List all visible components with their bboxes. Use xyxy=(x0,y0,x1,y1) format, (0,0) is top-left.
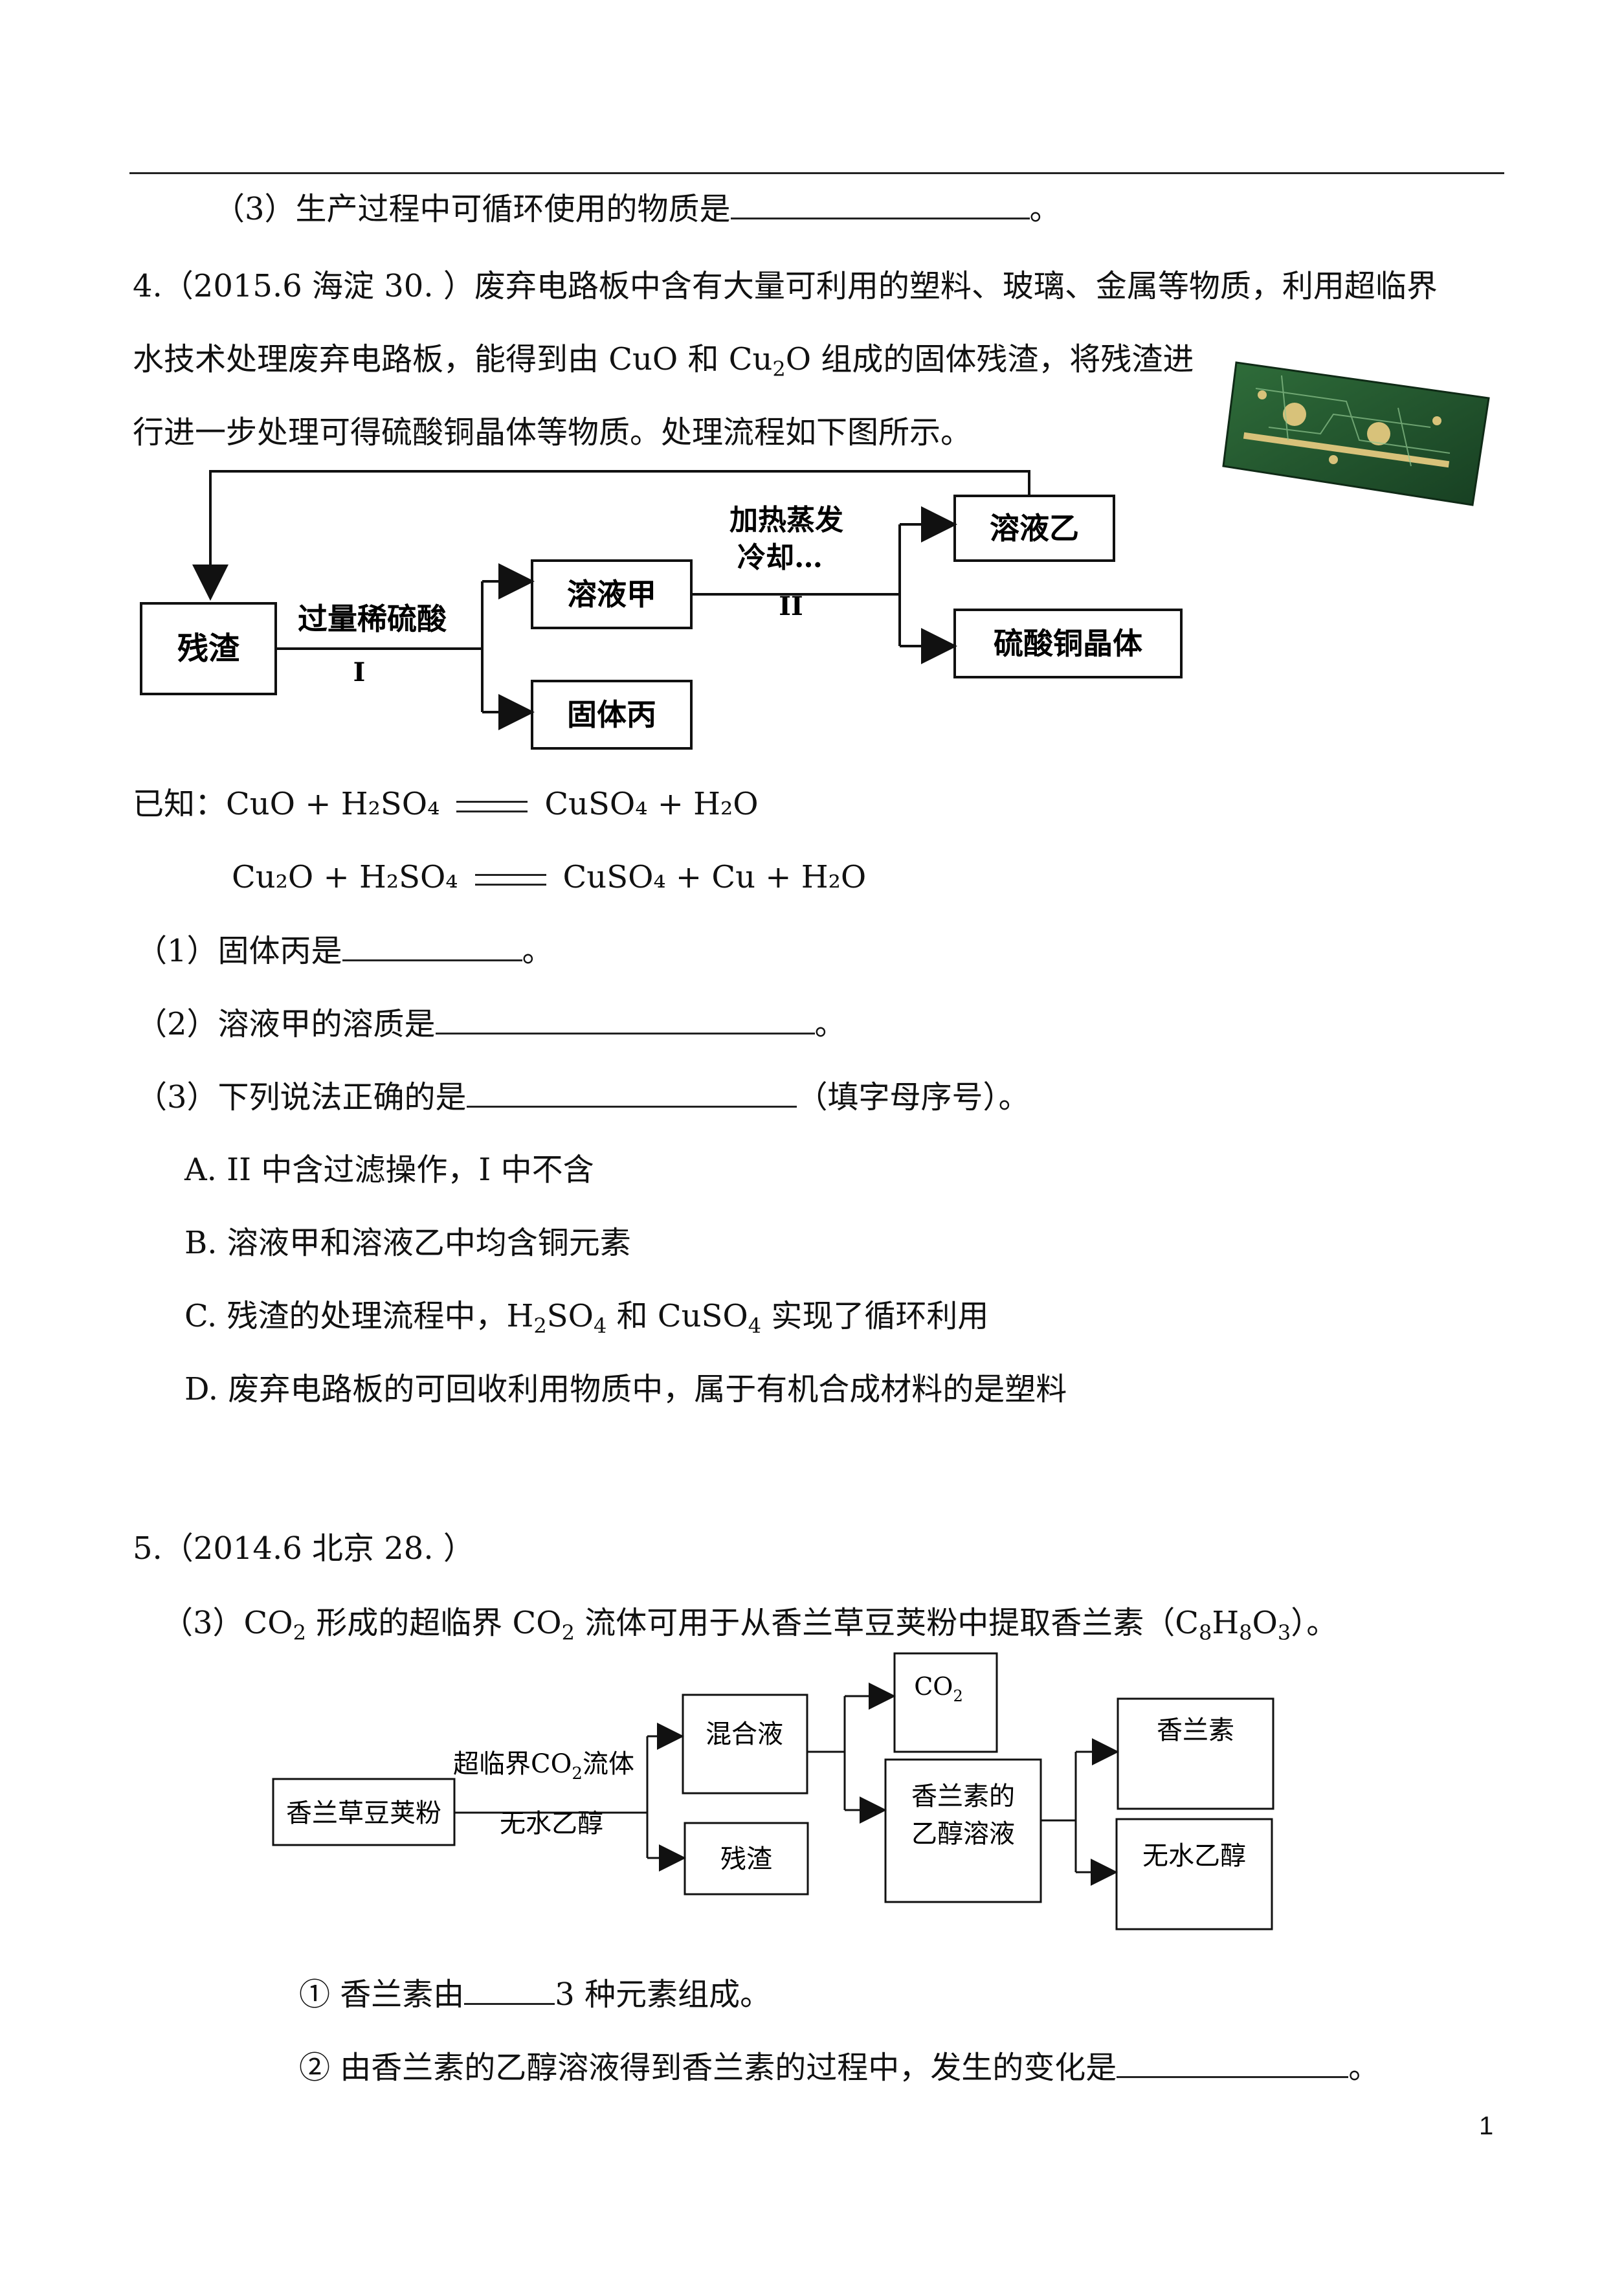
acid-label: 过量稀硫酸 xyxy=(298,601,447,636)
q4-sub2: （2）溶液甲的溶质是。 xyxy=(136,1004,846,1044)
vanillin-solution-box xyxy=(884,1758,1042,1903)
solid-c-label: 固体丙 xyxy=(567,697,656,732)
mixture-box xyxy=(682,1694,808,1795)
prev-sub3-blank[interactable] xyxy=(730,189,1030,219)
option-c: C. 残渣的处理流程中，H2SO4 和 CuSO4 实现了循环利用 xyxy=(184,1298,989,1338)
page-number: 1 xyxy=(1479,2112,1494,2140)
equals-sign xyxy=(456,800,528,812)
prev-sub3-text: （3）生产过程中可循环使用的物质是 xyxy=(214,191,731,227)
fluid-label: 超临界CO2流体 xyxy=(453,1749,634,1784)
option-b: B. 溶液甲和溶液乙中均含铜元素 xyxy=(184,1225,631,1261)
sub2-blank[interactable] xyxy=(435,1004,815,1035)
q5-q1-blank[interactable] xyxy=(464,1974,555,2005)
vanillin-solution-label-2: 乙醇溶液 xyxy=(911,1819,1015,1849)
q4-line3: 行进一步处理可得硫酸铜晶体等物质。处理流程如下图所示。 xyxy=(133,414,972,451)
residue-box xyxy=(140,602,277,695)
q4-sub3: （3）下列说法正确的是（填字母序号）。 xyxy=(136,1077,1030,1117)
residue-label-q5: 残渣 xyxy=(720,1844,772,1874)
heat-label-2: 冷却… xyxy=(737,541,823,574)
co2-box xyxy=(893,1652,998,1753)
sub3-blank[interactable] xyxy=(466,1077,797,1108)
prev-sub3-line: （3）生产过程中可循环使用的物质是。 xyxy=(214,189,1061,229)
q5-q2-blank[interactable] xyxy=(1117,2048,1349,2078)
vanillin-solution-label-1: 香兰素的 xyxy=(911,1782,1015,1811)
q4-sub1: （1）固体丙是。 xyxy=(136,931,553,970)
heat-label-1: 加热蒸发 xyxy=(729,504,843,537)
ethanol-label: 无水乙醇 xyxy=(1142,1841,1246,1871)
option-d: D. 废弃电路板的可回收利用物质中，属于有机合成材料的是塑料 xyxy=(184,1371,1067,1407)
q5-q2: ② 由香兰素的乙醇溶液得到香兰素的过程中，发生的变化是。 xyxy=(299,2048,1379,2087)
top-rule xyxy=(129,172,1504,174)
solution-a-box xyxy=(531,559,693,629)
equals-sign xyxy=(474,873,546,886)
co2-label: CO2 xyxy=(914,1672,963,1705)
powder-label: 香兰草豆荚粉 xyxy=(286,1798,441,1828)
circuit-board-image xyxy=(1222,361,1490,506)
solution-b-label: 溶液乙 xyxy=(990,511,1079,546)
vanillin-box xyxy=(1117,1697,1274,1810)
q4-flow-diagram: 残渣 过量稀硫酸 I 溶液甲 固体丙 加热蒸发 冷却… II 溶液乙 硫酸铜晶体 xyxy=(140,470,1183,750)
solution-a-label: 溶液甲 xyxy=(567,577,656,612)
q5-sub3: （3）CO2 形成的超临界 CO2 流体可用于从香兰草豆荚粉中提取香兰素（C8H… xyxy=(162,1605,1338,1645)
solid-c-box xyxy=(531,680,693,750)
step2-label: II xyxy=(779,591,803,621)
vanillin-label: 香兰素 xyxy=(1157,1716,1234,1745)
residue-box-q5 xyxy=(684,1822,809,1896)
crystal-label: 硫酸铜晶体 xyxy=(994,626,1142,661)
q4-line2: 水技术处理废弃电路板，能得到由 CuO 和 Cu2O 组成的固体残渣，将残渣进 xyxy=(133,341,1194,381)
q5-header: 5.（2014.6 北京 28. ） xyxy=(133,1530,474,1567)
ethanol-reagent-label: 无水乙醇 xyxy=(500,1809,603,1839)
sub1-blank[interactable] xyxy=(342,931,522,961)
q4-header: 4.（2015.6 海淀 30. ）废弃电路板中含有大量可利用的塑料、玻璃、金属… xyxy=(133,268,1438,304)
mixture-label: 混合液 xyxy=(706,1719,783,1749)
q5-flow-diagram: 香兰草豆荚粉 超临界CO2流体 无水乙醇 混合液 残渣 CO2 香兰素的 乙醇溶… xyxy=(272,1652,1274,1930)
residue-label: 残渣 xyxy=(177,631,240,667)
powder-box xyxy=(272,1778,456,1846)
solution-b-box xyxy=(953,495,1115,562)
step1-label: I xyxy=(353,657,366,688)
option-a: A. II 中含过滤操作，I 中不含 xyxy=(184,1152,594,1188)
ethanol-box xyxy=(1115,1818,1273,1930)
